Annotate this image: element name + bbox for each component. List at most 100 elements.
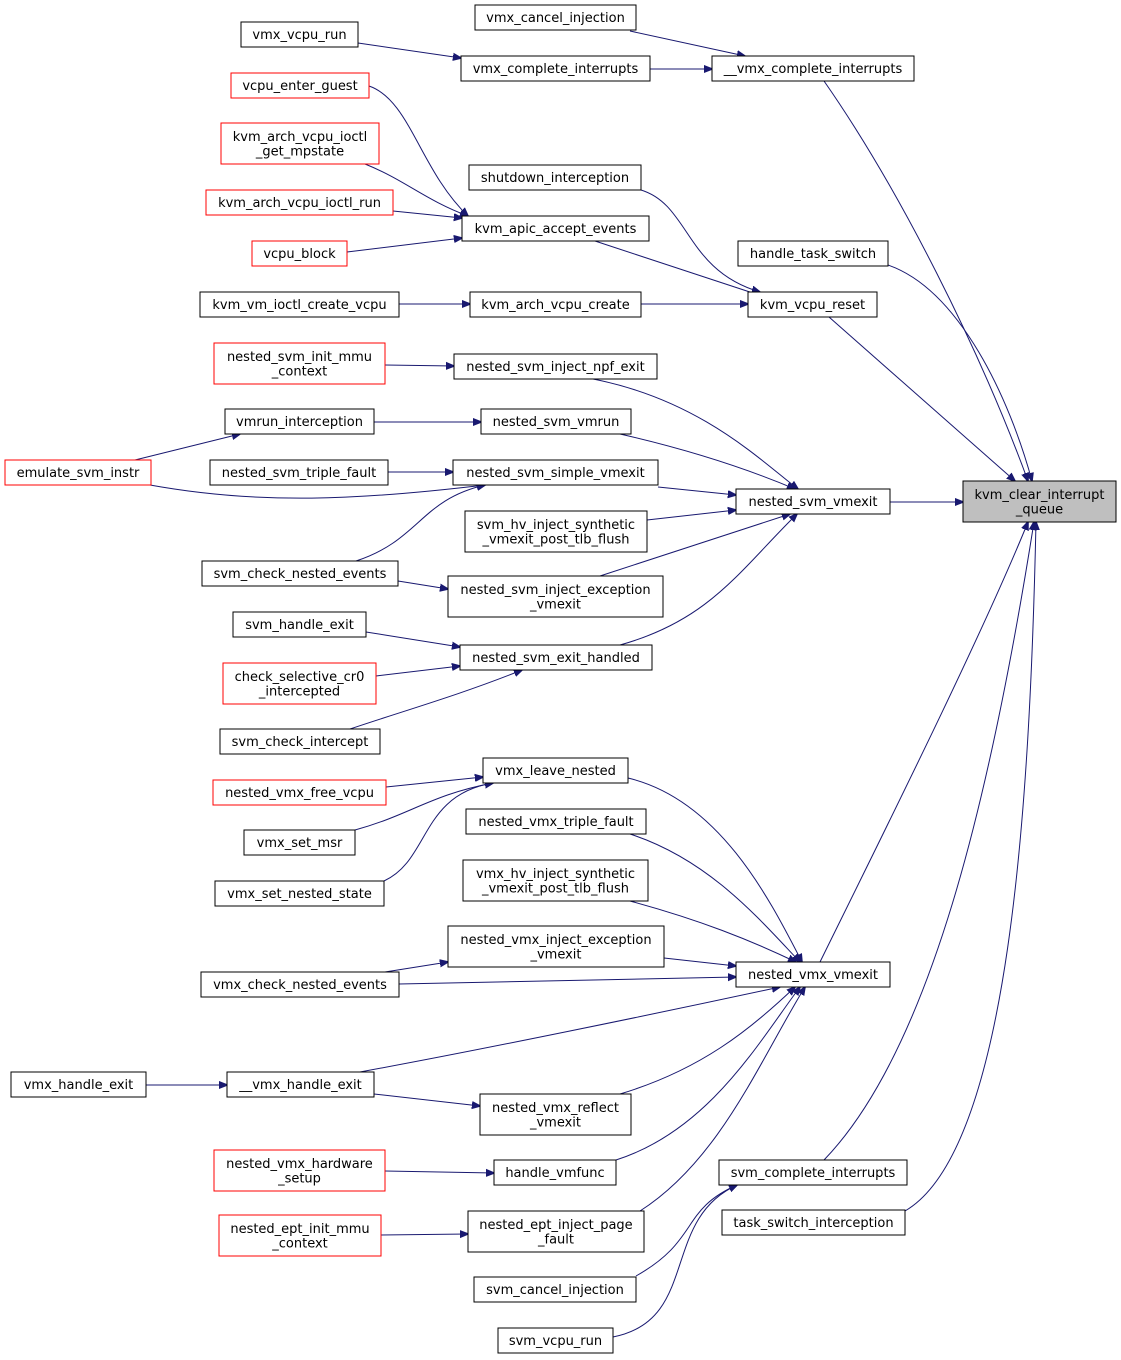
edge-svm_check_nested_events-to-nested_svm_simple_vmexit [355,485,485,562]
node-label: nested_svm_inject_exception [460,583,650,598]
nodes: kvm_clear_interrupt_queue vmx_cancel_inje… [4,4,1117,1354]
node-label: vcpu_enter_guest [242,79,357,94]
node-vmrun-interception[interactable]: vmrun_interception [224,408,375,435]
node-nested-svm-vmexit[interactable]: nested_svm_vmexit [735,488,891,515]
node-svm-check-nested-events[interactable]: svm_check_nested_events [201,560,399,587]
node-vmx-complete-interrupts[interactable]: vmx_complete_interrupts [460,55,651,82]
edge-svm_check_nested_events-to-nested_svm_inject_exception_vmexit [397,580,448,589]
edge-nested_ept_inject_page_fault-to-nested_vmx_vmexit [639,987,805,1212]
node-svm-check-intercept[interactable]: svm_check_intercept [219,728,381,755]
node-nested-vmx-reflect-vmexit[interactable]: nested_vmx_reflect_vmexit [479,1093,632,1136]
node-nested-svm-triple-fault[interactable]: nested_svm_triple_fault [209,459,389,486]
edge-line [398,977,736,985]
edge-__vmx_handle_exit-to-nested_vmx_reflect_vmexit [373,1093,480,1106]
node-box [711,55,915,82]
node-kvm-arch-vcpu-create[interactable]: kvm_arch_vcpu_create [469,291,642,318]
node-vmx-set-nested-state[interactable]: vmx_set_nested_state [214,880,385,907]
node-nested-ept-init-mmu-context[interactable]: nested_ept_init_mmu_context [218,1214,382,1257]
node-label: _vmexit_post_tlb_flush [481,881,629,896]
edge-nested_svm_simple_vmexit-to-nested_svm_vmexit [657,486,736,495]
edge-handle_vmfunc-to-nested_vmx_vmexit [615,987,800,1161]
node-vmx-handle-exit[interactable]: vmx_handle_exit [10,1071,147,1098]
edge-vcpu_block-to-kvm_apic_accept_events [346,238,462,253]
node-box [4,459,152,486]
edge-line [359,987,780,1073]
node-vcpu-block[interactable]: vcpu_block [251,240,348,267]
edge-line [364,163,468,216]
node-box [473,1276,637,1303]
node---vmx-handle-exit[interactable]: __vmx_handle_exit [226,1071,375,1098]
node-kvm-vm-ioctl-create-vcpu[interactable]: kvm_vm_ioctl_create_vcpu [199,291,400,318]
edge-line [384,962,448,973]
node-vmx-check-nested-events[interactable]: vmx_check_nested_events [200,971,400,998]
node-nested-svm-inject-npf-exit[interactable]: nested_svm_inject_npf_exit [453,353,658,380]
node-box [479,1093,632,1136]
node-handle-task-switch[interactable]: handle_task_switch [737,240,889,267]
node-label: svm_hv_inject_synthetic [477,518,635,533]
node-kvm-vcpu-reset[interactable]: kvm_vcpu_reset [747,291,878,318]
edge-line [615,987,800,1161]
node-vmx-hv-inject-synthetic[interactable]: vmx_hv_inject_synthetic_vmexit_post_tlb_… [462,859,649,902]
node-nested-vmx-free-vcpu[interactable]: nested_vmx_free_vcpu [212,779,387,806]
node-box [482,757,629,784]
edge-emulate_svm_instr-to-nested_svm_simple_vmexit [149,485,485,499]
node-nested-svm-exit-handled[interactable]: nested_svm_exit_handled [459,644,653,671]
node-check-selective-cr0-intercepted[interactable]: check_selective_cr0_intercepted [222,662,377,705]
node-label: kvm_vcpu_reset [760,298,865,313]
edge-line [384,1171,494,1173]
node-box [721,1209,906,1236]
node-vmx-vcpu-run[interactable]: vmx_vcpu_run [240,21,359,48]
edge-line [627,777,802,962]
node-label: shutdown_interception [481,171,629,186]
node-kvm-arch-vcpu-ioctl-run[interactable]: kvm_arch_vcpu_ioctl_run [205,189,394,216]
node-box [493,1159,617,1186]
node-label: nested_svm_vmexit [748,495,877,510]
node-root[interactable]: kvm_clear_interrupt_queue [962,480,1117,523]
node-kvm-apic-accept-events[interactable]: kvm_apic_accept_events [461,215,650,242]
node-box [240,21,359,48]
node-task-switch-interception[interactable]: task_switch_interception [721,1209,906,1236]
node-label: handle_vmfunc [505,1166,604,1181]
node-label: _vmexit [529,947,581,962]
node-nested-vmx-inject-exception-vmexit[interactable]: nested_vmx_inject_exception_vmexit [447,925,665,968]
node-box [243,829,356,856]
node-label: __vmx_handle_exit [238,1078,362,1093]
node-label: nested_vmx_vmexit [748,968,878,983]
node-svm-vcpu-run[interactable]: svm_vcpu_run [497,1327,614,1354]
node---vmx-complete-interrupts[interactable]: __vmx_complete_interrupts [711,55,915,82]
node-label: nested_vmx_free_vcpu [225,786,374,801]
node-shutdown-interception[interactable]: shutdown_interception [468,164,642,191]
node-svm-complete-interrupts[interactable]: svm_complete_interrupts [718,1159,908,1186]
edge-line [375,666,460,677]
edge-line [629,833,800,962]
node-nested-svm-init-mmu-context[interactable]: nested_svm_init_mmu_context [213,342,386,385]
node-handle-vmfunc[interactable]: handle_vmfunc [493,1159,617,1186]
node-svm-hv-inject-synthetic[interactable]: svm_hv_inject_synthetic_vmexit_post_tlb_… [464,510,648,553]
node-nested-svm-simple-vmexit[interactable]: nested_svm_simple_vmexit [452,459,659,486]
node-nested-ept-inject-page-fault[interactable]: nested_ept_inject_page_fault [467,1210,645,1253]
node-box [735,961,891,988]
node-box [452,459,659,486]
node-nested-vmx-hardware-setup[interactable]: nested_vmx_hardware_setup [213,1149,386,1192]
edge-line [134,434,240,461]
node-label: vmrun_interception [236,415,363,430]
node-vmx-set-msr[interactable]: vmx_set_msr [243,829,356,856]
node-nested-vmx-vmexit[interactable]: nested_vmx_vmexit [735,961,891,988]
node-vcpu-enter-guest[interactable]: vcpu_enter_guest [230,72,370,99]
node-svm-cancel-injection[interactable]: svm_cancel_injection [473,1276,637,1303]
edge-kvm_arch_vcpu_ioctl_run-to-kvm_apic_accept_events [392,210,462,218]
node-vmx-leave-nested[interactable]: vmx_leave_nested [482,757,629,784]
edge-__vmx_handle_exit-to-nested_vmx_vmexit [359,987,780,1073]
node-kvm-arch-vcpu-ioctl-get-mpstate[interactable]: kvm_arch_vcpu_ioctl_get_mpstate [220,122,380,165]
node-svm-handle-exit[interactable]: svm_handle_exit [232,611,367,638]
node-emulate-svm-instr[interactable]: emulate_svm_instr [4,459,152,486]
node-vmx-cancel-injection[interactable]: vmx_cancel_injection [474,4,637,31]
node-label: svm_handle_exit [245,618,354,633]
node-label: vmx_leave_nested [495,764,616,779]
node-box [468,164,642,191]
node-label: _setup [277,1171,321,1186]
node-nested-svm-inject-exception-vmexit[interactable]: nested_svm_inject_exception_vmexit [447,575,664,618]
node-nested-vmx-triple-fault[interactable]: nested_vmx_triple_fault [465,808,647,835]
node-nested-svm-vmrun[interactable]: nested_svm_vmrun [480,408,632,435]
